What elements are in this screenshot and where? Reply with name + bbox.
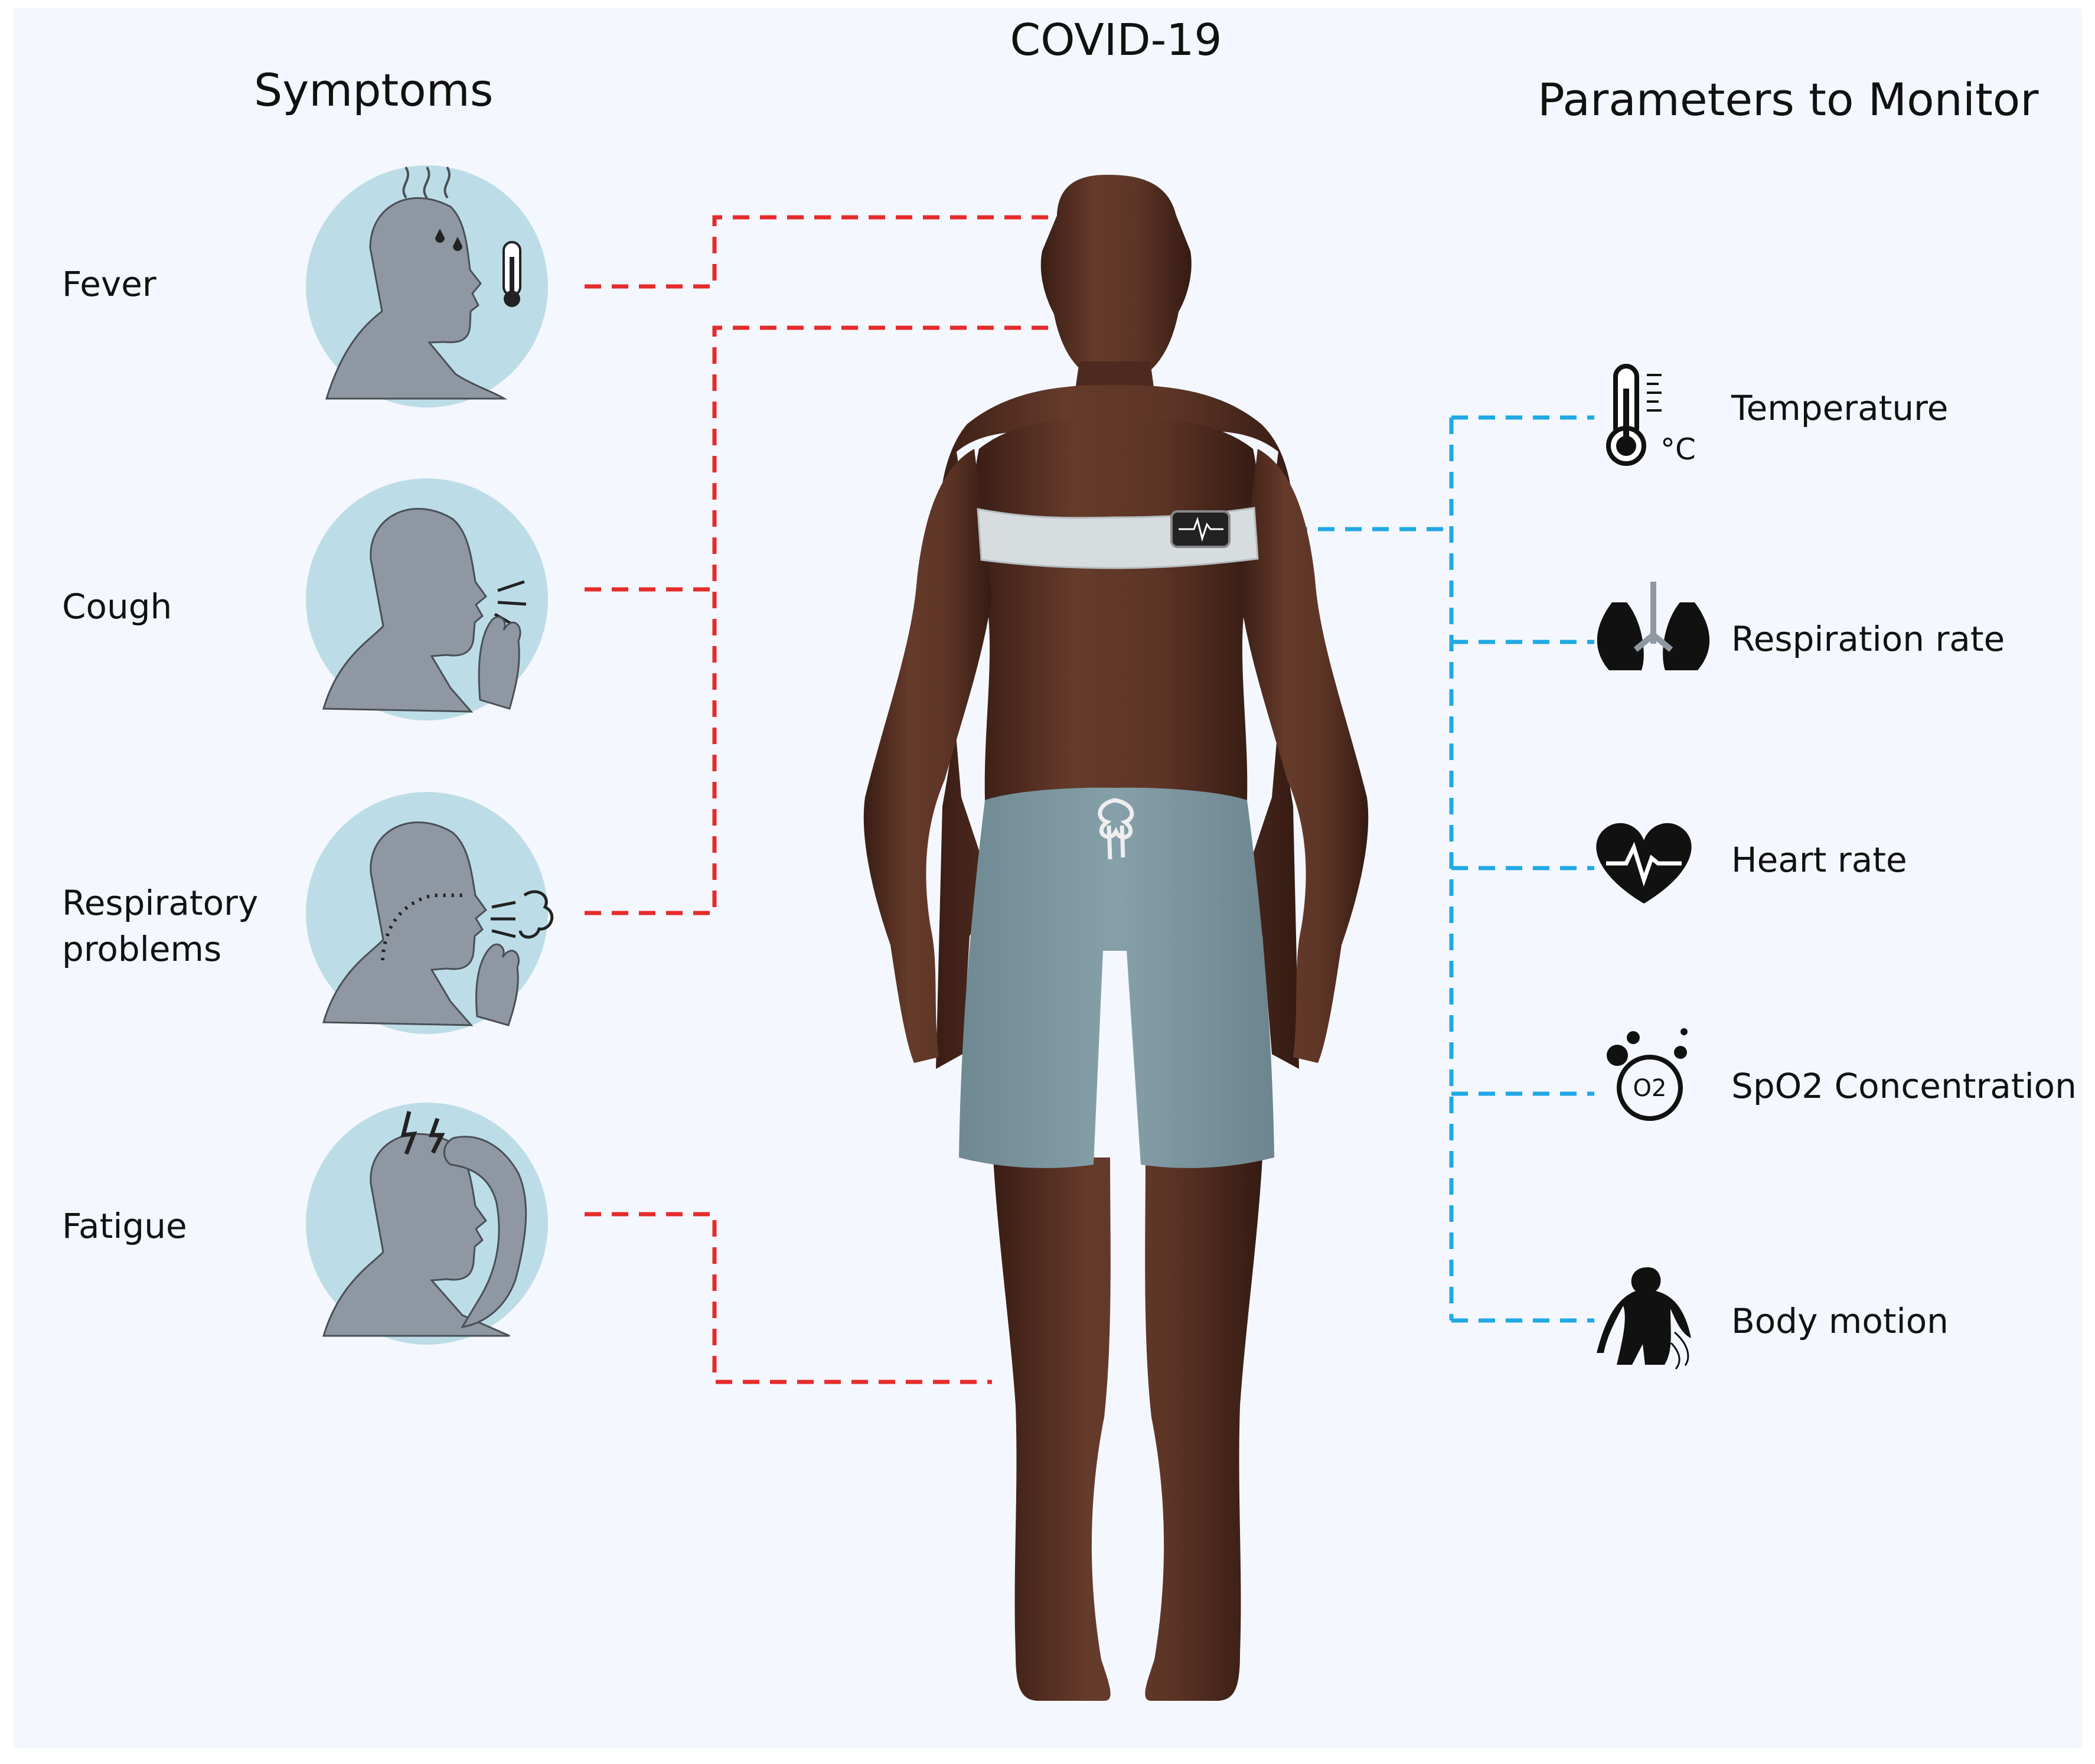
sensor-ecg-icon bbox=[1179, 516, 1223, 542]
respiratory-connector bbox=[585, 325, 1063, 915]
symptom-icons bbox=[306, 165, 554, 1345]
fatigue-connector bbox=[585, 1212, 992, 1384]
symptoms-header: Symptoms bbox=[254, 64, 494, 116]
human-figure bbox=[863, 174, 1369, 1701]
shorts bbox=[959, 787, 1274, 1168]
oxygen-badge: O2 bbox=[1633, 1075, 1667, 1102]
respiratory-problems-icon bbox=[306, 792, 554, 1034]
fatigue-icon bbox=[306, 1103, 548, 1345]
left-arm bbox=[863, 449, 992, 1063]
parameter-label-temperature: Temperature bbox=[1731, 388, 1949, 428]
body-motion-icon bbox=[1597, 1267, 1691, 1370]
heart-rate-icon bbox=[1596, 823, 1692, 904]
parameter-label-heart-rate: Heart rate bbox=[1731, 840, 1907, 880]
page-title: COVID-19 bbox=[1010, 15, 1222, 66]
legs bbox=[993, 1157, 1262, 1701]
symptom-label-cough: Cough bbox=[62, 586, 172, 627]
fever-connector bbox=[585, 215, 1069, 289]
symptom-connectors bbox=[585, 215, 1069, 1384]
thermometer-icon: °C bbox=[1606, 364, 1696, 467]
shorts-drawstring bbox=[1098, 798, 1134, 860]
temperature-unit: °C bbox=[1660, 432, 1696, 467]
cough-icon bbox=[306, 478, 548, 720]
parameter-label-body-motion: Body motion bbox=[1731, 1301, 1949, 1341]
oxygen-icon: O2 bbox=[1607, 1028, 1688, 1121]
symptom-label-fatigue: Fatigue bbox=[62, 1206, 187, 1246]
lungs-icon bbox=[1597, 582, 1710, 670]
parameter-label-spo2-concentration: SpO2 Concentration bbox=[1731, 1066, 2077, 1106]
upper-body-shape bbox=[974, 418, 1258, 800]
right-arm bbox=[1240, 449, 1369, 1063]
parameter-icons: °C O2 bbox=[1596, 364, 1710, 1370]
symptom-label-fever: Fever bbox=[62, 264, 156, 304]
parameter-label-respiration-rate: Respiration rate bbox=[1731, 619, 2005, 659]
parameters-header: Parameters to Monitor bbox=[1538, 73, 2039, 126]
fever-icon bbox=[306, 165, 548, 407]
head bbox=[1040, 174, 1192, 384]
symptom-label-respiratory-problems: Respiratory problems bbox=[62, 883, 259, 970]
